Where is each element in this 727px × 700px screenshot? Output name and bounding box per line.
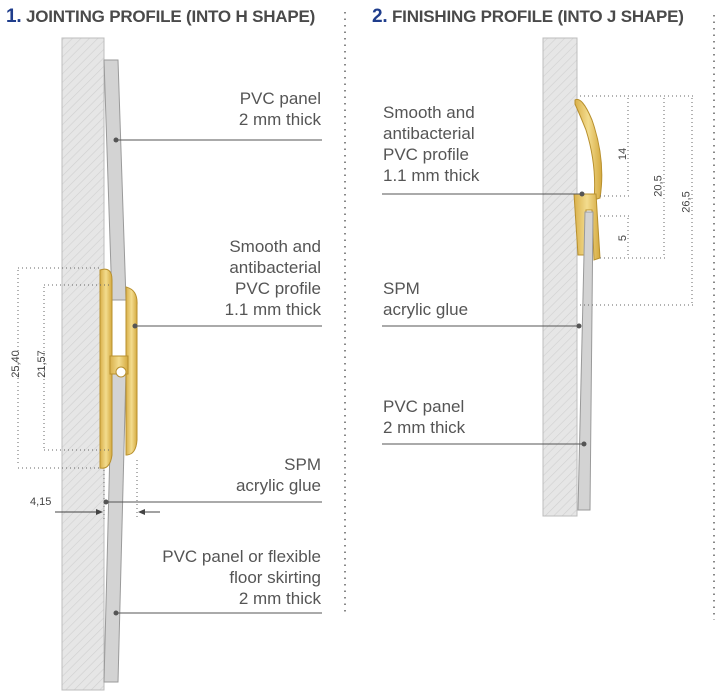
s1-profile-label: Smooth and antibacterial PVC profile 1.1…	[224, 237, 321, 319]
section2-title-text: FINISHING PROFILE (INTO J SHAPE)	[391, 7, 684, 26]
j-profile	[574, 98, 603, 201]
dim-14: 14	[617, 147, 630, 161]
pvc-panel-upper	[103, 59, 127, 301]
dim-4-15: 4,15	[30, 496, 52, 508]
dim-25-40: 25,40	[9, 350, 22, 378]
section1-title: 1. JOINTING PROFILE (INTO H SHAPE)	[6, 6, 315, 28]
s2-pvc-panel-label: PVC panel 2 mm thick	[383, 397, 466, 437]
dim-5: 5	[617, 234, 630, 242]
h-profile	[99, 268, 113, 469]
dim-21-57: 21,57	[35, 350, 48, 378]
section1-number: 1.	[6, 6, 22, 27]
section2-number: 2.	[372, 6, 388, 27]
dim-26-5: 26,5	[680, 191, 693, 213]
pvc-panel-2	[577, 211, 594, 511]
j-profile-body	[573, 193, 601, 261]
h-profile-front	[125, 286, 138, 456]
s2-profile-label: Smooth and antibacterial PVC profile 1.1…	[383, 103, 480, 185]
h-profile-bead	[115, 366, 127, 378]
section2-title: 2. FINISHING PROFILE (INTO J SHAPE)	[372, 6, 684, 28]
wall-1	[61, 37, 105, 691]
s1-pvc-panel-label: PVC panel 2 mm thick	[238, 89, 321, 129]
s1-bottom-panel-label: PVC panel or flexible floor skirting 2 m…	[162, 547, 321, 608]
s1-glue-label: SPM acrylic glue	[235, 455, 321, 495]
wall-2	[542, 37, 578, 517]
s2-glue-label: SPM acrylic glue	[383, 279, 469, 319]
dim-20-5: 20,5	[652, 175, 665, 197]
section1-title-text: JOINTING PROFILE (INTO H SHAPE)	[25, 7, 316, 26]
